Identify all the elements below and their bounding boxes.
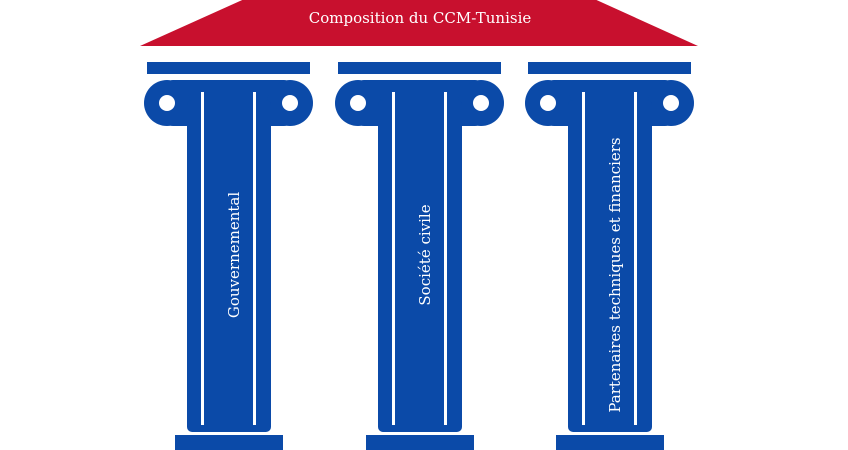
pillar-base <box>366 435 474 450</box>
shaft-groove <box>201 92 204 425</box>
pillar-top-bar <box>338 62 501 74</box>
pillar-shaft <box>568 100 652 432</box>
pillar-shaft <box>187 100 271 432</box>
pillar-top-bar <box>528 62 691 74</box>
pillar-2: Société civile <box>335 62 504 450</box>
pillar-label: Partenaires techniques et financiers <box>606 137 624 412</box>
volute-hole <box>159 95 175 111</box>
roof: Composition du CCM-Tunisie <box>140 0 698 46</box>
pillar-shaft <box>378 100 462 432</box>
pillar-top-bar <box>147 62 310 74</box>
pillar-3: Partenaires techniques et financiers <box>525 62 694 450</box>
diagram-title: Composition du CCM-Tunisie <box>309 9 532 27</box>
roof-triangle <box>140 0 698 46</box>
volute-hole <box>540 95 556 111</box>
pillar-label: Gouvernemental <box>225 192 243 318</box>
pillar-1: Gouvernemental <box>144 62 313 450</box>
volute-hole <box>282 95 298 111</box>
pillar-base <box>556 435 664 450</box>
pillar-label: Société civile <box>416 204 434 305</box>
pillar-base <box>175 435 283 450</box>
shaft-groove <box>392 92 395 425</box>
volute-hole <box>350 95 366 111</box>
shaft-groove <box>253 92 256 425</box>
shaft-groove <box>582 92 585 425</box>
volute-hole <box>663 95 679 111</box>
shaft-groove <box>444 92 447 425</box>
volute-hole <box>473 95 489 111</box>
shaft-groove <box>634 92 637 425</box>
